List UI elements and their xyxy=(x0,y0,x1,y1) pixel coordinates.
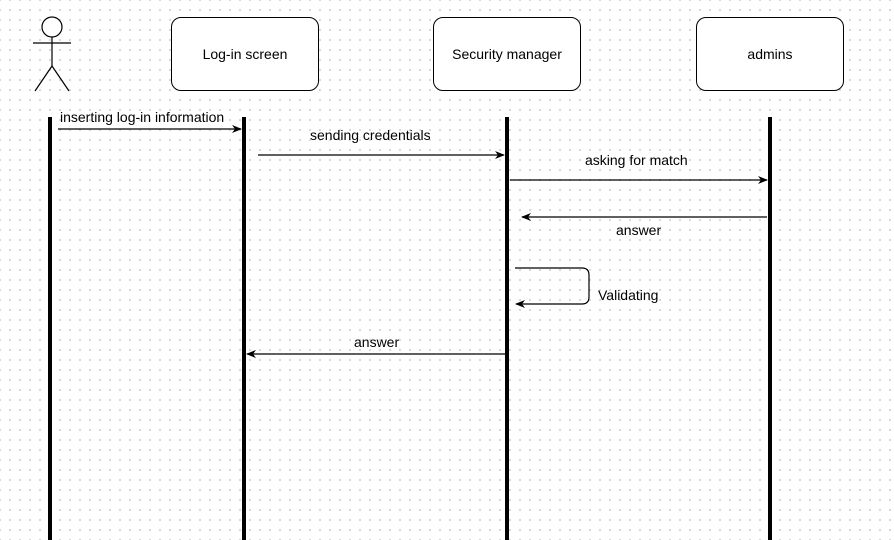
message-label-1: inserting log-in information xyxy=(60,109,225,125)
participant-label: admins xyxy=(747,46,793,62)
lifeline-security-manager[interactable] xyxy=(505,117,509,540)
message-label-3: asking for match xyxy=(585,152,688,168)
lifeline-login-screen[interactable] xyxy=(242,117,246,540)
participant-admins[interactable]: admins xyxy=(696,17,844,91)
message-label-6: answer xyxy=(354,334,400,350)
self-message-arrow[interactable] xyxy=(515,267,590,308)
message-label-2: sending credentials xyxy=(310,127,431,143)
participant-label: Log-in screen xyxy=(202,46,288,62)
participant-login-screen[interactable]: Log-in screen xyxy=(171,17,319,91)
participant-label: Security manager xyxy=(452,46,562,62)
participant-security-manager[interactable]: Security manager xyxy=(433,17,581,91)
message-label-4: answer xyxy=(616,222,662,238)
lifeline-admins[interactable] xyxy=(768,117,772,540)
message-label-5: Validating xyxy=(598,287,659,303)
actor-icon[interactable] xyxy=(30,16,74,94)
lifeline-actor[interactable] xyxy=(48,117,52,540)
